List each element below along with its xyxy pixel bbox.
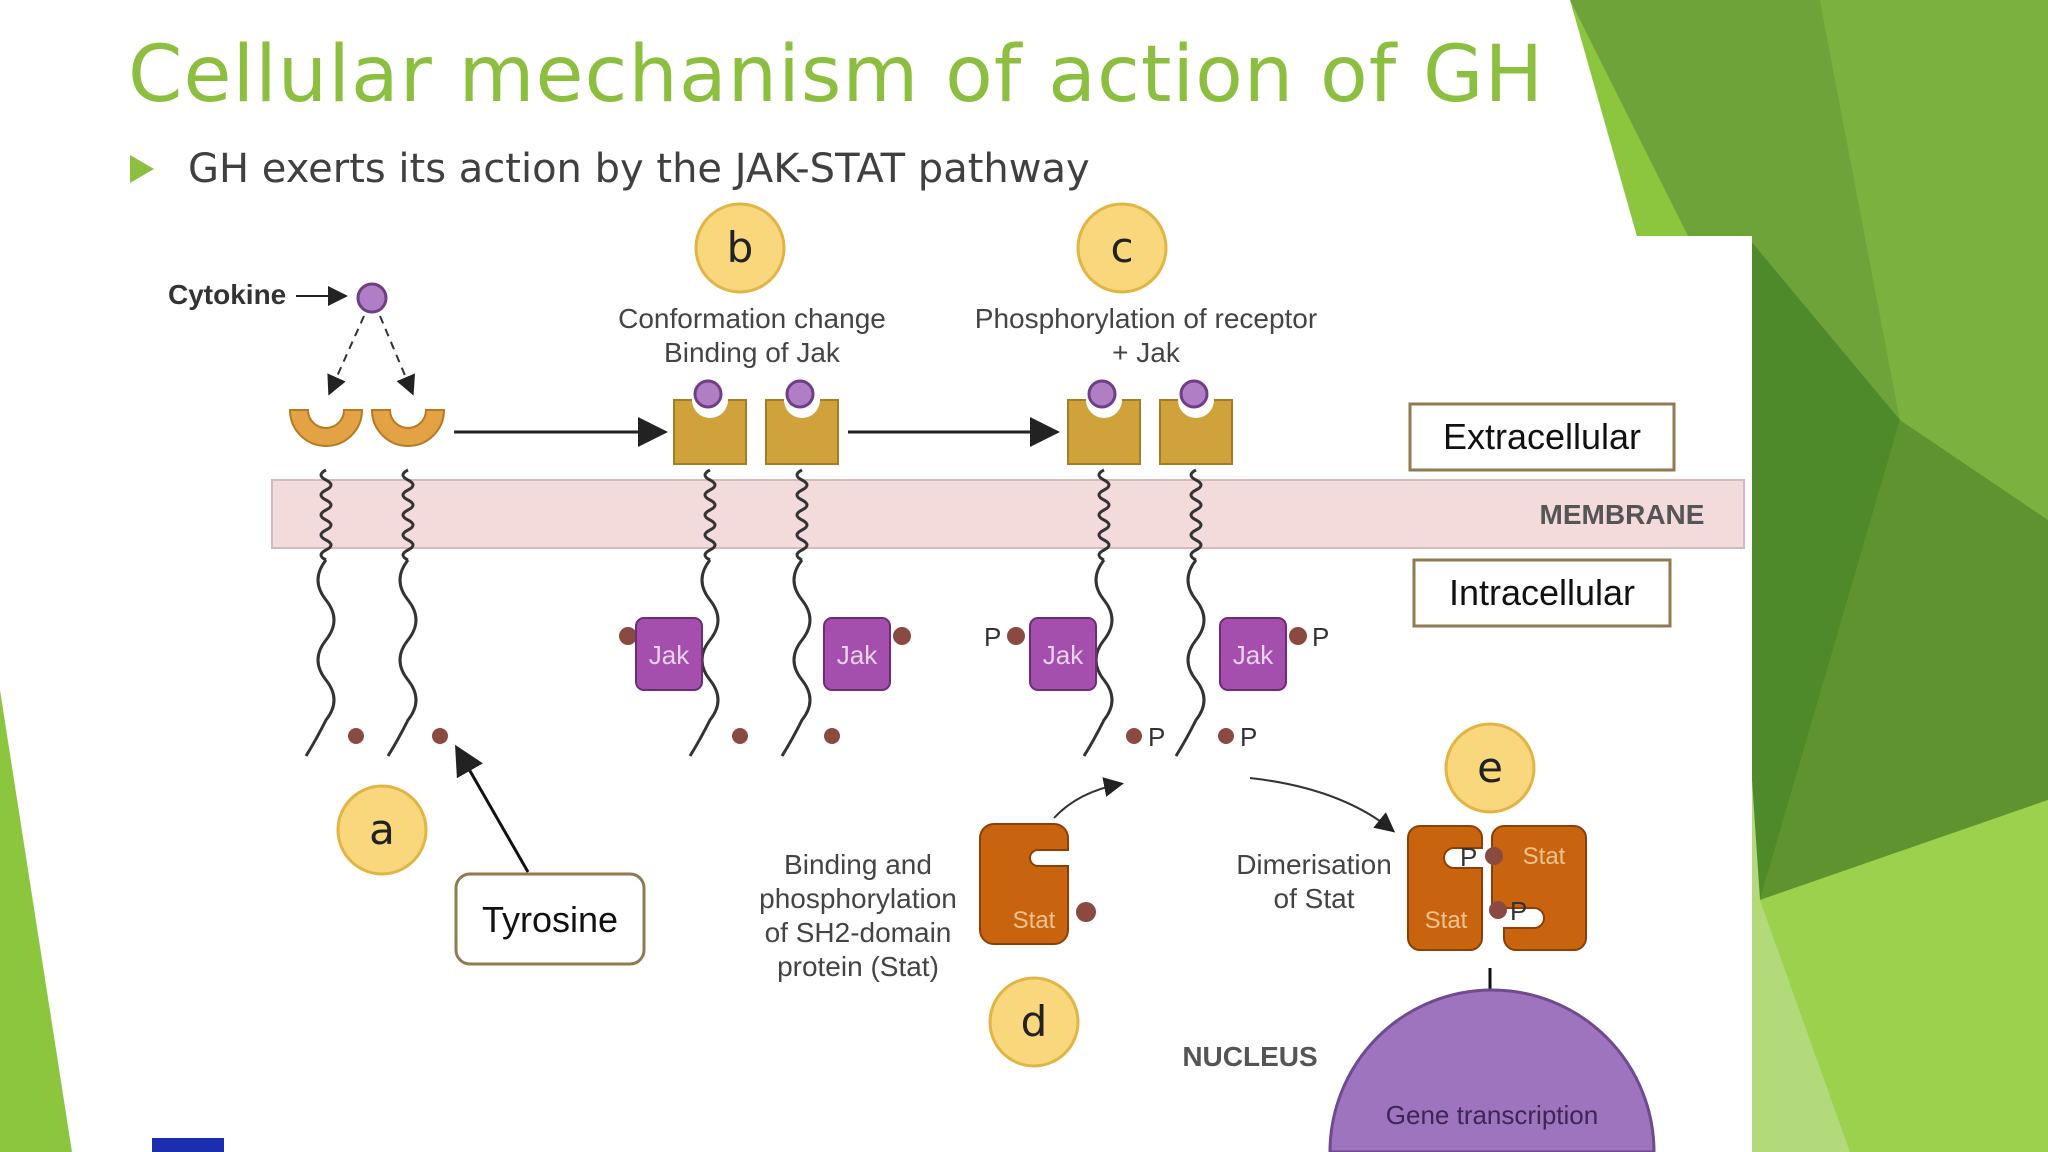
- step-d-caption-line-2: phosphorylation: [759, 883, 957, 914]
- extracellular-box: [1408, 402, 1676, 472]
- step-label-circle-c: [1076, 202, 1168, 294]
- ligand-bound-right: [785, 379, 815, 409]
- phosphate-receptor-right: P: [1240, 722, 1257, 752]
- tyrosine-box: [454, 872, 646, 966]
- phosphate-jak-right: P: [1312, 622, 1329, 652]
- step-label-b: b: [727, 223, 754, 272]
- corner-blue-block: [152, 1138, 224, 1152]
- step-label-a: a: [369, 805, 395, 854]
- jak-c-right-label: Jak: [1233, 640, 1274, 670]
- jak-b-left: [635, 617, 703, 691]
- jak-b-right: [823, 617, 891, 691]
- step-e-caption-line-1: Dimerisation: [1236, 849, 1392, 880]
- jak-b-left-label: Jak: [649, 640, 690, 670]
- receptor-unbound-right: [370, 409, 446, 447]
- step-c-caption-line-2: + Jak: [1112, 337, 1181, 368]
- phosphate-dimer-bottom: P: [1510, 896, 1527, 926]
- jak-c-left-label: Jak: [1043, 640, 1084, 670]
- tyrosine-label: Tyrosine: [482, 899, 618, 940]
- stat-dimer-right: [1491, 825, 1587, 951]
- intracellular-box: [1412, 558, 1672, 628]
- step-label-circle-a: [336, 784, 428, 876]
- phosphate-jak-left: P: [984, 622, 1001, 652]
- membrane-label: MEMBRANE: [1540, 499, 1705, 530]
- step-label-d: d: [1021, 997, 1048, 1046]
- step-a-receptors: Cytokine a Tyrosine: [168, 279, 646, 966]
- step-label-c: c: [1110, 223, 1133, 272]
- step-d-caption-line-3: of SH2-domain: [765, 917, 952, 948]
- step-e-caption-line-2: of Stat: [1274, 883, 1355, 914]
- stat-monomer-label: Stat: [1013, 907, 1056, 934]
- jak-c-right: [1219, 617, 1287, 691]
- stat-dimer-right-label: Stat: [1523, 843, 1566, 870]
- stat-dimer-left: [1407, 825, 1483, 951]
- intracellular-label: Intracellular: [1449, 572, 1635, 613]
- step-label-circle-e: [1444, 722, 1536, 814]
- decorative-facets-left: [0, 690, 72, 1152]
- cytokine-ligand: [356, 282, 388, 314]
- step-b-receptors: b Conformation change Binding of Jak Jak…: [618, 202, 911, 757]
- nucleus-shape: [1328, 988, 1656, 1152]
- step-c-caption-line-1: Phosphorylation of receptor: [975, 303, 1317, 334]
- step-b-caption-line-2: Binding of Jak: [664, 337, 841, 368]
- step-d-caption-line-1: Binding and: [784, 849, 932, 880]
- extracellular-label: Extracellular: [1443, 416, 1641, 457]
- membrane-band: [271, 479, 1745, 549]
- stat-monomer: [979, 823, 1069, 945]
- step-c-receptors: c Phosphorylation of receptor + Jak P P …: [975, 202, 1329, 757]
- tyrosine-residue-left: [348, 728, 364, 744]
- cytokine-label: Cytokine: [168, 279, 286, 310]
- jak-c-left: [1029, 617, 1097, 691]
- bullet-arrow-icon: [130, 155, 154, 183]
- nucleus: NUCLEUS Gene transcription: [1182, 988, 1656, 1152]
- bullet-item: GH exerts its action by the JAK-STAT pat…: [130, 146, 1090, 192]
- bullet-text: GH exerts its action by the JAK-STAT pat…: [188, 146, 1090, 192]
- slide-title: Cellular mechanism of action of GH: [128, 30, 1545, 120]
- phosphate-dimer-top: P: [1460, 842, 1477, 872]
- step-d-caption-line-4: protein (Stat): [777, 951, 939, 982]
- nucleus-label: NUCLEUS: [1182, 1041, 1317, 1072]
- tyrosine-residue-right: [432, 728, 448, 744]
- step-label-circle-d: [988, 976, 1080, 1068]
- step-b-caption-line-1: Conformation change: [618, 303, 886, 334]
- receptor-unbound-left: [288, 409, 364, 447]
- ligand-bound-left: [693, 379, 723, 409]
- step-label-e: e: [1477, 743, 1503, 792]
- step-d-stat: Stat Binding and phosphorylation of SH2-…: [759, 777, 1124, 1068]
- step-label-circle-b: [694, 202, 786, 294]
- step-e-stat-dimer: e Dimerisation of Stat Stat Stat P P: [1236, 722, 1587, 1100]
- phosphate-receptor-left: P: [1148, 722, 1165, 752]
- stat-dimer-left-label: Stat: [1425, 907, 1468, 934]
- jak-b-right-label: Jak: [837, 640, 878, 670]
- gene-transcription-label: Gene transcription: [1386, 1100, 1598, 1130]
